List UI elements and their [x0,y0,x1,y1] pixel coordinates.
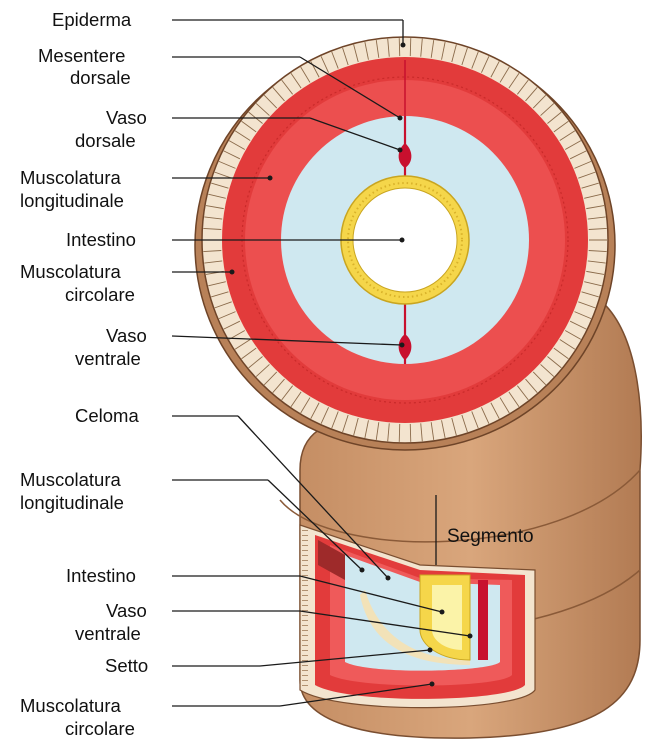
epidermis-cell-wall [399,38,400,56]
label-musc-long-b2: longitudinale [20,492,124,513]
label-vaso-ventrale-b1: Vaso [106,600,147,621]
label-musc-long-2: longitudinale [20,190,124,211]
segment-label: Segmento [447,526,534,547]
label-intestino-b: Intestino [66,565,136,586]
epidermis-cell-wall [410,38,411,56]
label-epiderma: Epiderma [52,9,132,30]
label-celoma: Celoma [75,405,139,426]
label-musc-circ-b1: Muscolatura [20,695,121,716]
epidermis-cell-wall [399,424,400,442]
epidermis-cell-wall [410,424,411,442]
label-mesentere-2: dorsale [70,67,131,88]
label-musc-long-1: Muscolatura [20,167,121,188]
label-musc-long-b1: Muscolatura [20,469,121,490]
label-setto: Setto [105,655,148,676]
label-mesentere-1: Mesentere [38,45,125,66]
cross-section-disc [195,37,615,450]
label-musc-circ-2: circolare [65,284,135,305]
label-musc-circ-b2: circolare [65,718,135,739]
label-intestino: Intestino [66,229,136,250]
label-vaso-dorsale-1: Vaso [106,107,147,128]
label-musc-circ-1: Muscolatura [20,261,121,282]
label-vaso-dorsale-2: dorsale [75,130,136,151]
label-vaso-ventrale-2: ventrale [75,348,141,369]
label-vaso-ventrale-b2: ventrale [75,623,141,644]
label-vaso-ventrale-1: Vaso [106,325,147,346]
